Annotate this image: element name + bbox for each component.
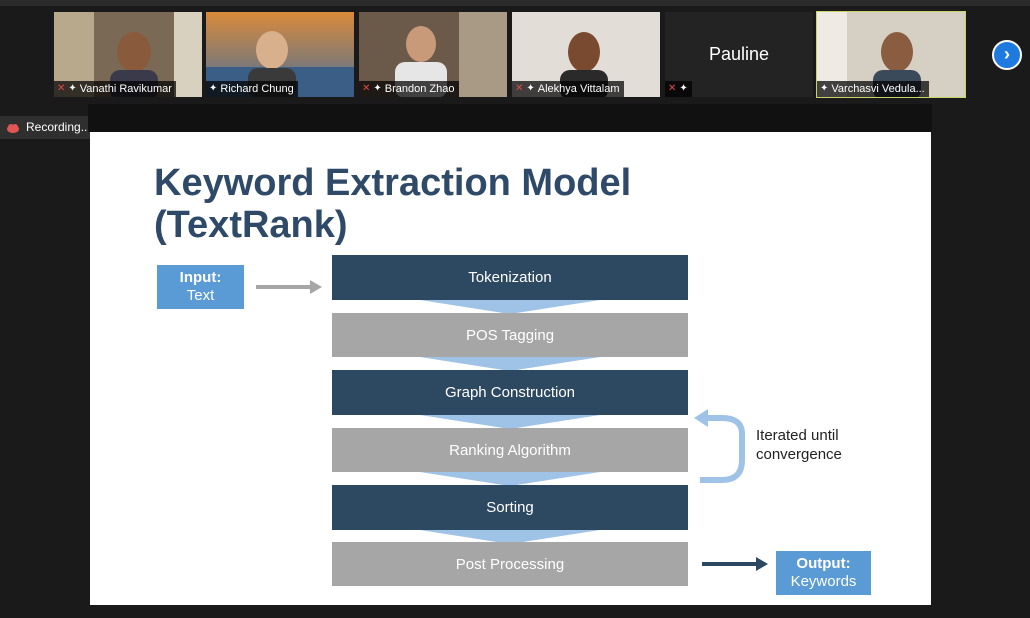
- shared-slide: Keyword Extraction Model (TextRank) Inpu…: [90, 132, 931, 605]
- muted-mic-icon: ✕: [57, 83, 66, 94]
- iteration-note-line-1: Iterated until: [756, 427, 839, 444]
- step-sorting: Sorting: [332, 485, 688, 530]
- participant-name-bar: ✦ Richard Chung: [206, 81, 298, 97]
- iteration-loop-arrow: [694, 409, 745, 483]
- chevron-right-icon: ›: [1004, 44, 1010, 64]
- participant-name: Richard Chung: [220, 83, 294, 95]
- step-arrow-3: [420, 415, 600, 429]
- output-value: Keywords: [790, 573, 857, 590]
- output-arrow: [702, 557, 768, 571]
- recording-label: Recording...: [26, 120, 91, 134]
- pin-icon: ✦: [526, 83, 535, 94]
- input-arrow: [256, 280, 322, 294]
- iteration-note-line-2: convergence: [756, 446, 842, 463]
- muted-mic-icon: ✕: [515, 83, 524, 94]
- participant-name: Vanathi Ravikumar: [79, 83, 172, 95]
- participant-tile-5[interactable]: Pauline ✕ ✦: [665, 12, 813, 97]
- recording-indicator[interactable]: Recording...: [0, 116, 101, 139]
- pin-icon: ✦: [209, 83, 218, 94]
- output-label: Output:: [796, 555, 851, 572]
- participant-name: Pauline: [708, 44, 770, 64]
- muted-mic-icon: ✕: [362, 83, 371, 94]
- participant-name: Brandon Zhao: [384, 83, 455, 95]
- participant-tile-6[interactable]: ✦ Varchasvi Vedula...: [816, 11, 966, 98]
- step-post-processing: Post Processing: [332, 542, 688, 586]
- participant-name-bar: ✕ ✦ Brandon Zhao: [359, 81, 459, 97]
- iteration-note: Iterated until convergence: [756, 426, 842, 464]
- input-box: Input: Text: [157, 265, 244, 309]
- step-ranking-algorithm: Ranking Algorithm: [332, 428, 688, 472]
- participant-name: Alekhya Vittalam: [537, 83, 620, 95]
- participant-name: Varchasvi Vedula...: [831, 83, 925, 95]
- step-tokenization: Tokenization: [332, 255, 688, 300]
- input-label: Input:: [179, 269, 222, 286]
- participant-tile-4[interactable]: ✕ ✦ Alekhya Vittalam: [512, 12, 660, 97]
- participant-name-bar: ✦ Varchasvi Vedula...: [817, 81, 929, 97]
- participant-tile-1[interactable]: ✕ ✦ Vanathi Ravikumar: [54, 12, 202, 97]
- pin-icon: ✦: [820, 83, 829, 94]
- window-top-bar: [0, 0, 1030, 6]
- participant-tile-3[interactable]: ✕ ✦ Brandon Zhao: [359, 12, 507, 97]
- step-arrow-5: [420, 530, 600, 544]
- step-arrow-4: [420, 472, 600, 486]
- next-page-button[interactable]: ›: [992, 40, 1022, 70]
- pin-icon: ✦: [68, 83, 77, 94]
- step-pos-tagging: POS Tagging: [332, 313, 688, 357]
- step-arrow-1: [420, 300, 600, 314]
- muted-mic-icon: ✕: [668, 83, 677, 94]
- participant-name-bar: ✕ ✦: [665, 81, 692, 97]
- slide-title-line-1: Keyword Extraction Model: [154, 162, 632, 204]
- step-arrow-2: [420, 357, 600, 371]
- slide-title: Keyword Extraction Model (TextRank): [154, 162, 754, 246]
- pin-icon: ✦: [373, 83, 382, 94]
- slide-title-line-2: (TextRank): [154, 204, 348, 246]
- pin-icon: ✦: [679, 83, 688, 94]
- output-box: Output: Keywords: [776, 551, 871, 595]
- step-graph-construction: Graph Construction: [332, 370, 688, 415]
- input-value: Text: [186, 287, 215, 304]
- participant-name-bar: ✕ ✦ Alekhya Vittalam: [512, 81, 624, 97]
- cloud-record-icon: [7, 123, 19, 133]
- participant-name-bar: ✕ ✦ Vanathi Ravikumar: [54, 81, 176, 97]
- shared-screen-frame: [88, 104, 932, 132]
- participant-tile-2[interactable]: ✦ Richard Chung: [206, 12, 354, 97]
